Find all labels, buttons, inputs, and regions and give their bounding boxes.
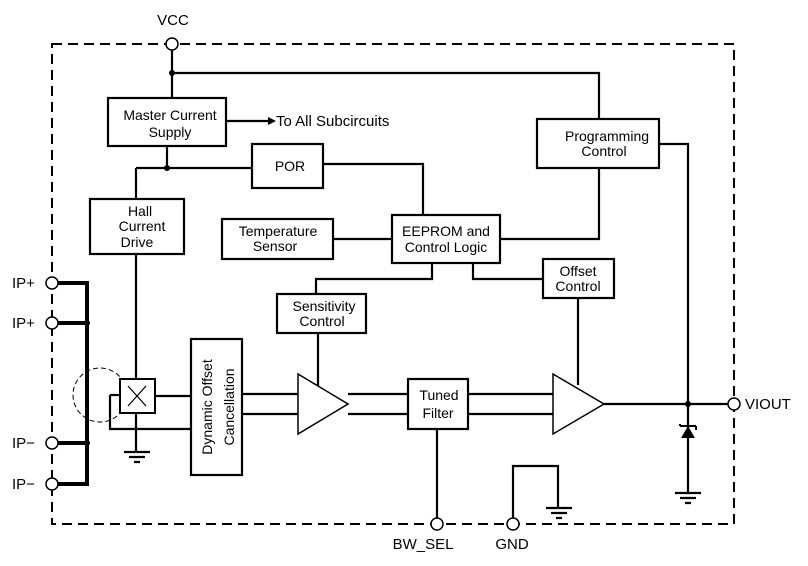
temperature-sensor-block: Temperature Sensor (220, 217, 335, 261)
block-label: Control (299, 313, 344, 329)
pin-label: IP+ (12, 275, 35, 292)
block-label: Drive (121, 234, 154, 250)
sensitivity-control-block: Sensitivity Control (275, 292, 368, 335)
block-label: Control (581, 143, 626, 159)
pin-viout: VIOUT (727, 396, 791, 413)
block-label: Offset (559, 263, 596, 279)
master-current-supply-block: Master Current Supply (106, 96, 228, 148)
block-label: Current (119, 218, 166, 234)
pin-label: IP− (12, 476, 35, 493)
offset-control-block: Offset Control (541, 257, 616, 300)
pin-ip-plus-1: IP+ (12, 275, 59, 292)
block-label: Programming (565, 128, 649, 144)
block-label: Cancellation (221, 368, 237, 445)
programming-control-block: Programming Control (535, 117, 661, 170)
hall-element (119, 378, 156, 414)
block-label: Supply (149, 124, 192, 140)
block-label: Master Current (123, 107, 216, 123)
zener-diode-icon (679, 424, 697, 438)
pin-ip-minus-2: IP− (12, 476, 59, 493)
ground-icon (546, 506, 572, 520)
ground-icon (124, 450, 150, 464)
block-label: Dynamic Offset (199, 359, 215, 455)
pin-bw-sel: BW_SEL (393, 517, 454, 553)
ground-icon (675, 491, 701, 505)
pin-gnd: GND (495, 517, 529, 553)
pin-label: GND (495, 536, 529, 553)
dynamic-offset-cancellation-block: Dynamic Offset Cancellation (189, 337, 244, 477)
hall-current-drive-block: Hall Current Drive (88, 197, 186, 256)
block-label: Filter (422, 405, 453, 421)
junctions (84, 70, 691, 446)
block-label: POR (275, 158, 305, 174)
block-label: Hall (128, 203, 152, 219)
primary-conductor (52, 281, 89, 486)
block-label: Tuned (419, 387, 458, 403)
to-all-subcircuits-label: To All Subcircuits (276, 113, 389, 130)
block-label: Temperature (239, 223, 318, 239)
tuned-filter-block: Tuned Filter (406, 377, 470, 431)
pin-ip-plus-2: IP+ (12, 315, 59, 332)
pin-label: VCC (157, 12, 189, 29)
pin-label: BW_SEL (393, 536, 454, 553)
block-label: EEPROM and (402, 223, 490, 239)
pin-ip-minus-1: IP− (12, 435, 59, 452)
block-label: Sensitivity (292, 298, 355, 314)
pin-label: VIOUT (745, 396, 791, 413)
block-label: Sensor (253, 238, 298, 254)
block-label: Control (555, 278, 600, 294)
sensitivity-amplifier-icon (297, 372, 350, 436)
pin-vcc: VCC (157, 12, 189, 51)
block-label: Control Logic (405, 239, 488, 255)
pin-label: IP− (12, 435, 35, 452)
por-block: POR (250, 142, 325, 190)
eeprom-control-logic-block: EEPROM and Control Logic (390, 213, 502, 265)
output-amplifier-icon (552, 372, 606, 436)
wires (108, 50, 730, 519)
pin-label: IP+ (12, 315, 35, 332)
